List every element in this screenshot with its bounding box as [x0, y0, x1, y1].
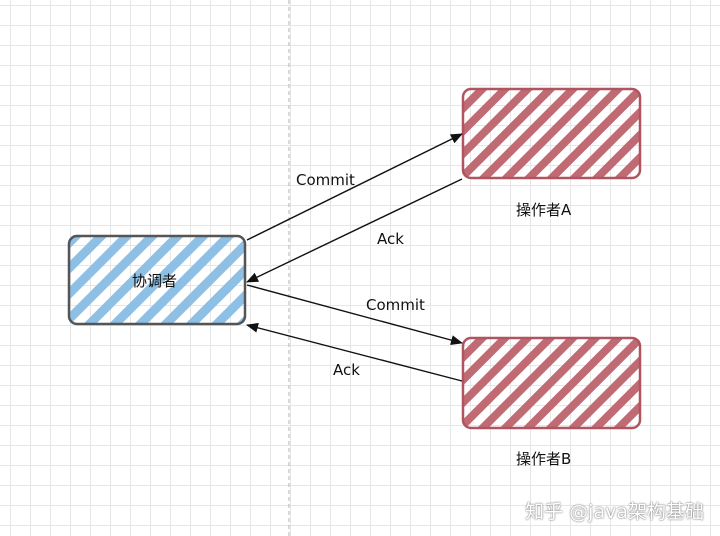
ack-label-a: Ack	[377, 230, 404, 248]
ack-arrow-from-operator-a	[246, 178, 463, 283]
operator-a-label: 操作者A	[516, 201, 572, 219]
commit-label-b: Commit	[366, 296, 425, 314]
operator-b-label: 操作者B	[516, 450, 572, 468]
operator-b-box[interactable]	[461, 336, 642, 430]
watermark-text: 知乎 @java架构基础	[525, 501, 704, 523]
coordinator-box[interactable]	[67, 234, 247, 326]
commit-arrow-to-operator-b	[246, 284, 463, 345]
coordinator-label: 协调者	[132, 272, 178, 290]
ack-arrow-from-operator-b	[246, 322, 463, 382]
operator-a-box[interactable]	[461, 87, 642, 180]
ack-label-b: Ack	[333, 361, 360, 379]
commit-arrow-to-operator-a	[246, 133, 463, 241]
commit-label-a: Commit	[296, 171, 355, 189]
